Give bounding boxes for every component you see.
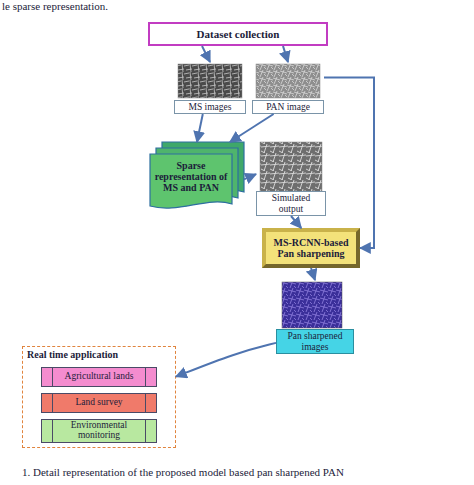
- flow-arrow: [291, 216, 301, 228]
- node-label: MS images: [174, 100, 246, 114]
- application-box: Agricultural lands: [41, 367, 157, 387]
- group-box: Real time applicationAgricultural landsL…: [22, 346, 176, 448]
- node-label: PAN image: [252, 100, 324, 114]
- node-label: Sparse representation of MS and PAN: [152, 156, 230, 196]
- process-document: Sparse representation of MS and PAN: [150, 142, 244, 210]
- figure-caption: 1. Detail representation of the proposed…: [22, 466, 344, 478]
- text-fragment: le sparse representation.: [2, 0, 108, 12]
- image-box: MS images: [174, 62, 246, 114]
- application-box: Land survey: [41, 393, 157, 413]
- image-box: Pan sharpened images: [276, 280, 354, 354]
- group-title: Real time application: [27, 349, 118, 360]
- image-box: PAN image: [252, 62, 324, 114]
- node-label: Land survey: [63, 398, 134, 408]
- flow-arrow: [244, 174, 256, 179]
- node-label: Agricultural lands: [53, 372, 146, 382]
- node-label: Pan sharpened images: [276, 329, 354, 354]
- sharpened-image: [282, 282, 342, 328]
- ms-image: [178, 64, 242, 98]
- document-sheet: [150, 154, 232, 208]
- flow-arrow: [324, 78, 374, 248]
- flow-arrow: [230, 114, 274, 142]
- start-box: Dataset collection: [148, 22, 328, 46]
- pan-image: [256, 64, 320, 98]
- flow-arrow: [311, 268, 315, 280]
- application-box: Environmental monitoring: [41, 419, 157, 443]
- node-label: Simulated output: [256, 191, 326, 216]
- image-box: Simulated output: [256, 140, 326, 216]
- process-box: MS-RCNN-based Pan sharpening: [262, 228, 360, 268]
- flow-arrow: [197, 114, 203, 142]
- node-label: Environmental monitoring: [42, 421, 156, 441]
- flow-arrow: [176, 343, 276, 377]
- flow-arrow: [283, 46, 288, 62]
- node-label: MS-RCNN-based Pan sharpening: [266, 237, 356, 260]
- simulated-image: [260, 142, 322, 194]
- flow-arrow: [202, 46, 210, 62]
- node-label: Dataset collection: [197, 28, 280, 40]
